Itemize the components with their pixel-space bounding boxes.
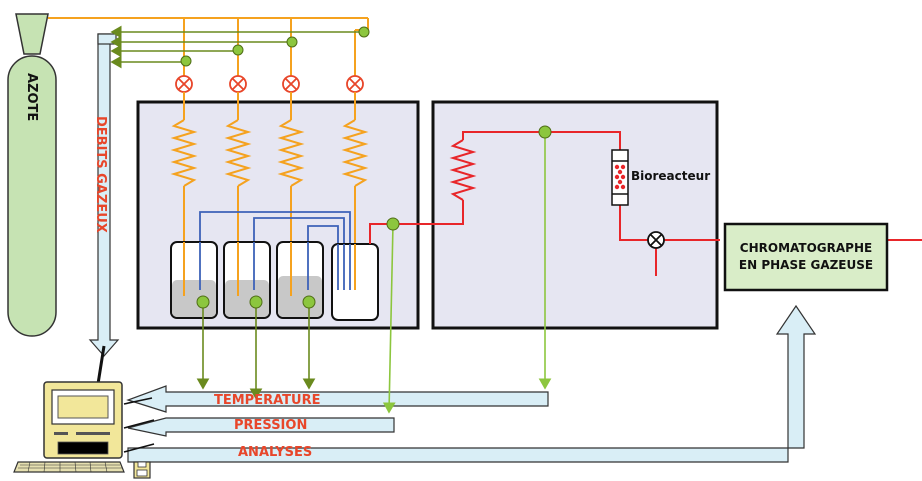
vessel-blue-tubes [199,242,351,290]
valve-icon [647,231,665,249]
flow-probe-1 [180,55,192,67]
coil-icon [277,119,305,187]
flow-signal-lines [110,25,362,69]
pressure-probes [382,125,552,414]
inlet-valves [175,75,364,93]
bioreactor-label: Bioreacteur [631,169,710,183]
chromatograph: CHROMATOGRAPHE EN PHASE GAZEUSE [723,222,889,292]
pressure-data-arrow [127,417,395,437]
valve-icon [175,75,193,93]
cylinder-valve-icon [15,13,49,55]
vessel-inlet-tubes [183,242,356,296]
gas-supply-lines [48,17,369,76]
gas-flows-label: DEBITS GAZEUX [93,116,108,233]
valve-icon [282,75,300,93]
reactor-enclosure [431,100,719,330]
flow-probes [180,26,370,67]
bioreactor [611,149,629,206]
computer-icon [43,345,123,459]
coil-icon [341,119,369,187]
coil-icon [449,139,477,201]
nitrogen-cylinder: AZOTE [7,13,57,337]
gas-cylinder-icon [7,55,57,337]
pressure-label: PRESSION [234,418,307,433]
flow-probe-2 [232,44,244,56]
floppy-disk-icon [133,461,151,479]
flow-probe-3 [286,36,298,48]
temperature-probes [196,295,316,400]
temperature-label: TEMPERATURE [214,393,320,408]
cylinder-label: AZOTE [24,73,39,121]
coil-icon [170,119,198,187]
coil-icon [224,119,252,187]
chromatograph-label-line1: CHROMATOGRAPHE [740,241,872,255]
analyses-data-arrow [127,304,817,463]
keyboard-icon [13,461,125,473]
gas-flow-data-arrow [88,33,120,357]
valve-icon [229,75,247,93]
valve-icon [346,75,364,93]
data-arrows [88,33,817,463]
vessel-icon [276,241,324,319]
vessel-icon [223,241,271,319]
chromatograph-label-line2: EN PHASE GAZEUSE [739,258,873,272]
analyses-label: ANALYSES [238,445,312,460]
computer-links [123,397,155,453]
flow-probe-4 [358,26,370,38]
vessel-icon [170,241,218,319]
temperature-data-arrow [126,385,549,413]
